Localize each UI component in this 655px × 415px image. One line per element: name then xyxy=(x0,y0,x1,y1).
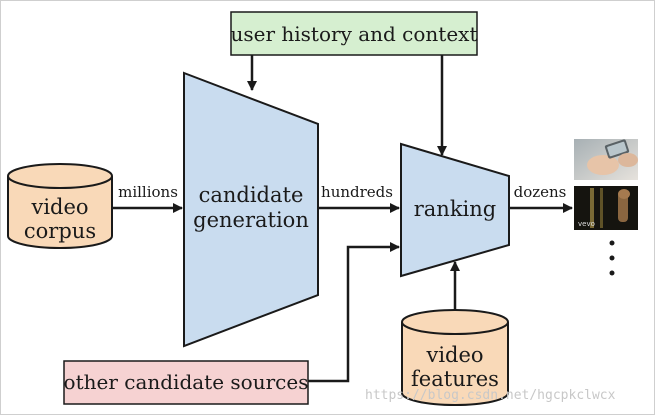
user-history-box: user history and context xyxy=(230,11,478,56)
thumbnail-phone-icon xyxy=(574,139,638,180)
svg-text:vevo: vevo xyxy=(578,220,595,228)
millions-label: millions xyxy=(118,183,178,201)
user-history-label: user history and context xyxy=(230,22,477,46)
video-features-label-2: features xyxy=(411,367,499,391)
ranking-funnel: ranking xyxy=(400,142,510,278)
ellipsis-dots-icon xyxy=(609,240,615,276)
candidate-generation-label-1: candidate xyxy=(199,183,304,207)
watermark-text: https://blog.csdn.net/hgcpkclwcx xyxy=(365,388,616,403)
hundreds-label: hundreds xyxy=(321,183,393,201)
video-corpus-label-2: corpus xyxy=(24,219,96,243)
video-corpus-label-1: video xyxy=(30,195,88,219)
candidate-generation-funnel: candidate generation xyxy=(183,71,319,348)
video-features-cylinder: video features xyxy=(401,309,509,406)
video-features-label-1: video xyxy=(425,343,483,367)
video-corpus-cylinder: video corpus xyxy=(7,163,113,249)
thumbnail-vevo-icon: vevo xyxy=(574,186,638,230)
ranking-label: ranking xyxy=(414,197,497,221)
other-sources-box: other candidate sources xyxy=(63,360,309,405)
other-sources-to-ranking-arrow xyxy=(308,242,400,383)
dozens-label: dozens xyxy=(514,183,567,201)
candidate-generation-label-2: generation xyxy=(193,208,309,232)
other-sources-label: other candidate sources xyxy=(64,370,309,394)
